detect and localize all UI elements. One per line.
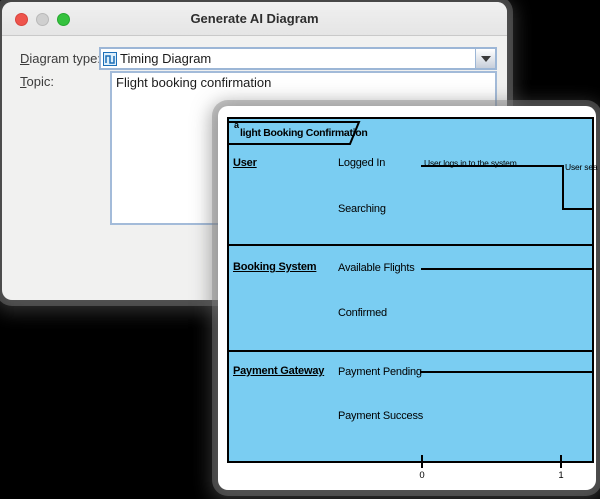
state-label: Payment Success — [338, 410, 424, 422]
lifeline-name-booking-system[interactable]: Booking System — [233, 261, 317, 273]
traffic-lights — [15, 13, 70, 26]
diagram-type-value: Timing Diagram — [120, 51, 212, 66]
dialog-title: Generate AI Diagram — [190, 11, 319, 26]
diagram-window[interactable]: a light Booking Confirmation User Logged… — [218, 106, 598, 490]
frame-name-superscript: a — [234, 120, 240, 130]
timeline-segment — [420, 371, 592, 373]
timeline-segment — [421, 165, 562, 167]
timing-diagram-panel: a light Booking Confirmation User Logged… — [227, 117, 598, 463]
timeline-segment — [562, 208, 592, 210]
timeline-annotation: User sea — [565, 162, 598, 172]
topic-label: Topic: — [20, 74, 54, 89]
lifeline-name-user[interactable]: User — [233, 157, 257, 169]
chevron-down-icon — [480, 55, 491, 62]
time-axis-tick-label: 0 — [419, 470, 425, 481]
state-label: Available Flights — [338, 262, 415, 274]
timeline-segment — [421, 268, 592, 270]
time-axis-tick — [421, 455, 423, 468]
timeline-step — [562, 165, 564, 210]
frame-tab-shape — [227, 121, 361, 145]
diagram-type-dropdown[interactable]: Timing Diagram — [99, 47, 497, 70]
timeline-annotation: User logs in to the system — [424, 158, 517, 168]
diagram-type-label: Diagram type: — [20, 51, 101, 66]
state-label: Searching — [338, 203, 386, 215]
time-axis-tick — [560, 455, 562, 468]
dropdown-arrow-button[interactable] — [475, 49, 495, 68]
time-axis-tick-label: 1 — [558, 470, 564, 481]
state-label: Confirmed — [338, 307, 387, 319]
close-button[interactable] — [15, 13, 28, 26]
frame-name-tab[interactable]: a light Booking Confirmation — [227, 120, 368, 146]
lane-separator — [229, 244, 592, 246]
minimize-button[interactable] — [36, 13, 49, 26]
dialog-titlebar[interactable]: Generate AI Diagram — [2, 2, 507, 36]
lifeline-name-payment-gateway[interactable]: Payment Gateway — [233, 365, 325, 377]
lane-separator — [229, 350, 592, 352]
timing-diagram-icon — [103, 51, 117, 66]
state-label: Logged In — [338, 157, 386, 169]
zoom-button[interactable] — [57, 13, 70, 26]
state-label: Payment Pending — [338, 366, 422, 378]
frame-name-label: light Booking Confirmation — [240, 127, 368, 139]
